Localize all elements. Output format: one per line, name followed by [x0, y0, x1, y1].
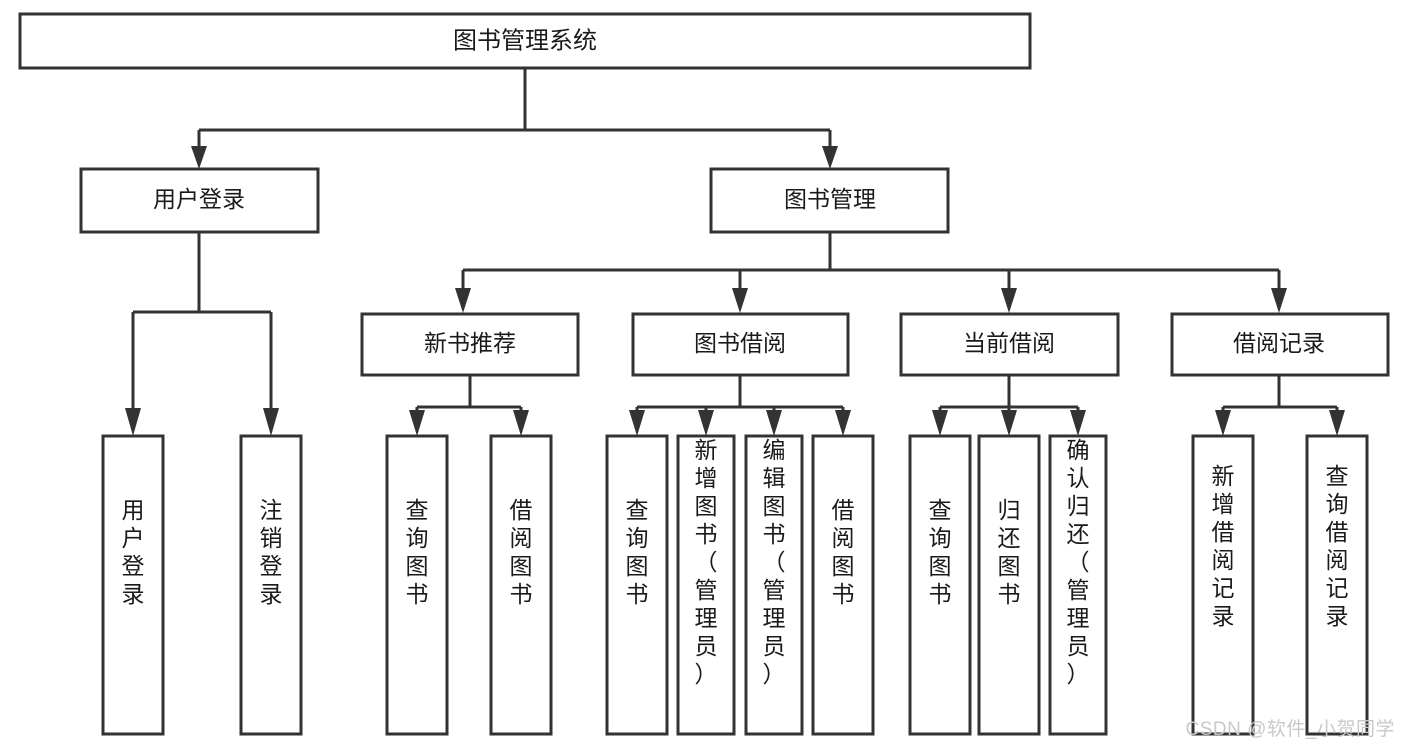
- leaf-query-book-nb-box[interactable]: [385, 434, 449, 736]
- node-book-management[interactable]: 图书管理: [709, 167, 950, 234]
- leaf-confirm-return-admin[interactable]: 确认归还（管理员）: [1048, 434, 1108, 736]
- leaf-query-book-cb[interactable]: 查询图书: [908, 434, 972, 736]
- leaf-borrow-book-nb-box[interactable]: [489, 434, 553, 736]
- node-root-label: 图书管理系统: [453, 27, 597, 54]
- arrowhead-leaf-logout: [263, 408, 279, 436]
- arrowhead-new-book: [455, 288, 471, 313]
- leaf-query-borrow-record-box[interactable]: [1305, 434, 1369, 736]
- leaf-query-book-cb-box[interactable]: [908, 434, 972, 736]
- leaf-confirm-return-admin-box[interactable]: [1048, 434, 1108, 736]
- leaf-query-borrow-record[interactable]: 查询借阅记录: [1305, 434, 1369, 736]
- node-user-login-box[interactable]: [79, 167, 320, 234]
- node-book-management-label: 图书管理: [784, 186, 876, 212]
- node-root[interactable]: 图书管理系统: [18, 12, 1032, 70]
- leaf-return-book-box[interactable]: [977, 434, 1041, 736]
- leaf-logout-box[interactable]: [239, 434, 303, 736]
- node-book-borrow[interactable]: 图书借阅: [631, 312, 850, 377]
- node-user-login-label: 用户登录: [153, 186, 245, 212]
- leaf-add-borrow-record-label: 新增借阅记录: [1212, 463, 1235, 629]
- node-borrow-record-label: 借阅记录: [1233, 330, 1325, 356]
- arrowhead-cb-leaf1: [932, 410, 948, 436]
- leaf-add-borrow-record-box[interactable]: [1191, 434, 1255, 736]
- leaf-return-book[interactable]: 归还图书: [977, 434, 1041, 736]
- leaf-query-book-nb[interactable]: 查询图书: [385, 434, 449, 736]
- arrowhead-bb-leaf2: [698, 410, 714, 436]
- node-book-borrow-label: 图书借阅: [694, 330, 786, 356]
- leaf-query-borrow-record-label: 查询借阅记录: [1326, 463, 1349, 629]
- arrowhead-cb-leaf3: [1070, 410, 1086, 436]
- csdn-watermark: CSDN @软件_小贺同学: [1185, 719, 1395, 740]
- connectors-book-mgmt-to-level3: [455, 232, 1287, 313]
- node-new-book-recommend-box[interactable]: [360, 312, 580, 377]
- node-new-book-recommend-label: 新书推荐: [424, 330, 516, 356]
- node-new-book-recommend[interactable]: 新书推荐: [360, 312, 580, 377]
- leaf-confirm-return-admin-label: 确认归还（管理员）: [1067, 437, 1090, 687]
- connectors-new-book-to-leaves: [409, 375, 529, 436]
- connectors-book-borrow-to-leaves: [629, 375, 851, 436]
- leaf-add-book-admin[interactable]: 新增图书（管理员）: [676, 434, 736, 736]
- arrowhead-book-mgmt: [822, 146, 838, 169]
- node-book-management-box[interactable]: [709, 167, 950, 234]
- node-current-borrow-box[interactable]: [899, 312, 1120, 377]
- leaf-borrow-book-bb[interactable]: 借阅图书: [811, 434, 875, 736]
- leaf-user-login[interactable]: 用户登录: [101, 434, 165, 736]
- leaf-edit-book-admin[interactable]: 编辑图书（管理员）: [744, 434, 804, 736]
- arrowhead-cb-leaf2: [1001, 410, 1017, 436]
- connectors-borrow-record-to-leaves: [1215, 375, 1345, 436]
- arrowhead-leaf-user-login: [125, 408, 141, 436]
- arrowhead-bb-leaf3: [766, 410, 782, 436]
- connectors-root-to-level2: [191, 68, 838, 169]
- leaf-logout[interactable]: 注销登录: [239, 434, 303, 736]
- arrowhead-br-leaf2: [1329, 410, 1345, 436]
- node-root-box[interactable]: [18, 12, 1032, 70]
- leaf-borrow-book-bb-box[interactable]: [811, 434, 875, 736]
- leaf-query-book-nb-label: 查询图书: [406, 497, 429, 607]
- node-borrow-record-box[interactable]: [1170, 312, 1390, 377]
- node-current-borrow-label: 当前借阅: [963, 330, 1055, 356]
- arrowhead-br-leaf1: [1215, 410, 1231, 436]
- leaf-query-book-bb[interactable]: 查询图书: [605, 434, 669, 736]
- leaf-user-login-box[interactable]: [101, 434, 165, 736]
- node-borrow-record[interactable]: 借阅记录: [1170, 312, 1390, 377]
- node-current-borrow[interactable]: 当前借阅: [899, 312, 1120, 377]
- leaf-add-book-admin-box[interactable]: [676, 434, 736, 736]
- leaf-return-book-label: 归还图书: [998, 497, 1021, 607]
- connectors-current-borrow-to-leaves: [932, 375, 1086, 436]
- connectors-user-login-to-leaves: [125, 232, 279, 436]
- leaf-query-book-bb-label: 查询图书: [626, 497, 649, 607]
- leaf-borrow-book-bb-label: 借阅图书: [832, 497, 855, 607]
- arrowhead-nb-leaf1: [409, 410, 425, 436]
- arrowhead-bb-leaf1: [629, 410, 645, 436]
- arrowhead-borrow-record: [1271, 288, 1287, 313]
- leaf-edit-book-admin-box[interactable]: [744, 434, 804, 736]
- arrowhead-current-borrow: [1001, 288, 1017, 313]
- leaf-add-book-admin-label: 新增图书（管理员）: [695, 437, 718, 687]
- leaf-logout-label: 注销登录: [260, 497, 283, 607]
- arrowhead-book-borrow: [732, 288, 748, 313]
- leaf-user-login-label: 用户登录: [122, 497, 145, 607]
- arrowhead-nb-leaf2: [513, 410, 529, 436]
- arrowhead-user-login: [191, 146, 207, 169]
- leaf-borrow-book-nb[interactable]: 借阅图书: [489, 434, 553, 736]
- leaf-edit-book-admin-label: 编辑图书（管理员）: [763, 437, 786, 687]
- leaf-query-book-cb-label: 查询图书: [929, 497, 952, 607]
- arrowhead-bb-leaf4: [835, 410, 851, 436]
- leaf-borrow-book-nb-label: 借阅图书: [510, 497, 533, 607]
- node-user-login[interactable]: 用户登录: [79, 167, 320, 234]
- leaf-add-borrow-record[interactable]: 新增借阅记录: [1191, 434, 1255, 736]
- node-book-borrow-box[interactable]: [631, 312, 850, 377]
- leaf-query-book-bb-box[interactable]: [605, 434, 669, 736]
